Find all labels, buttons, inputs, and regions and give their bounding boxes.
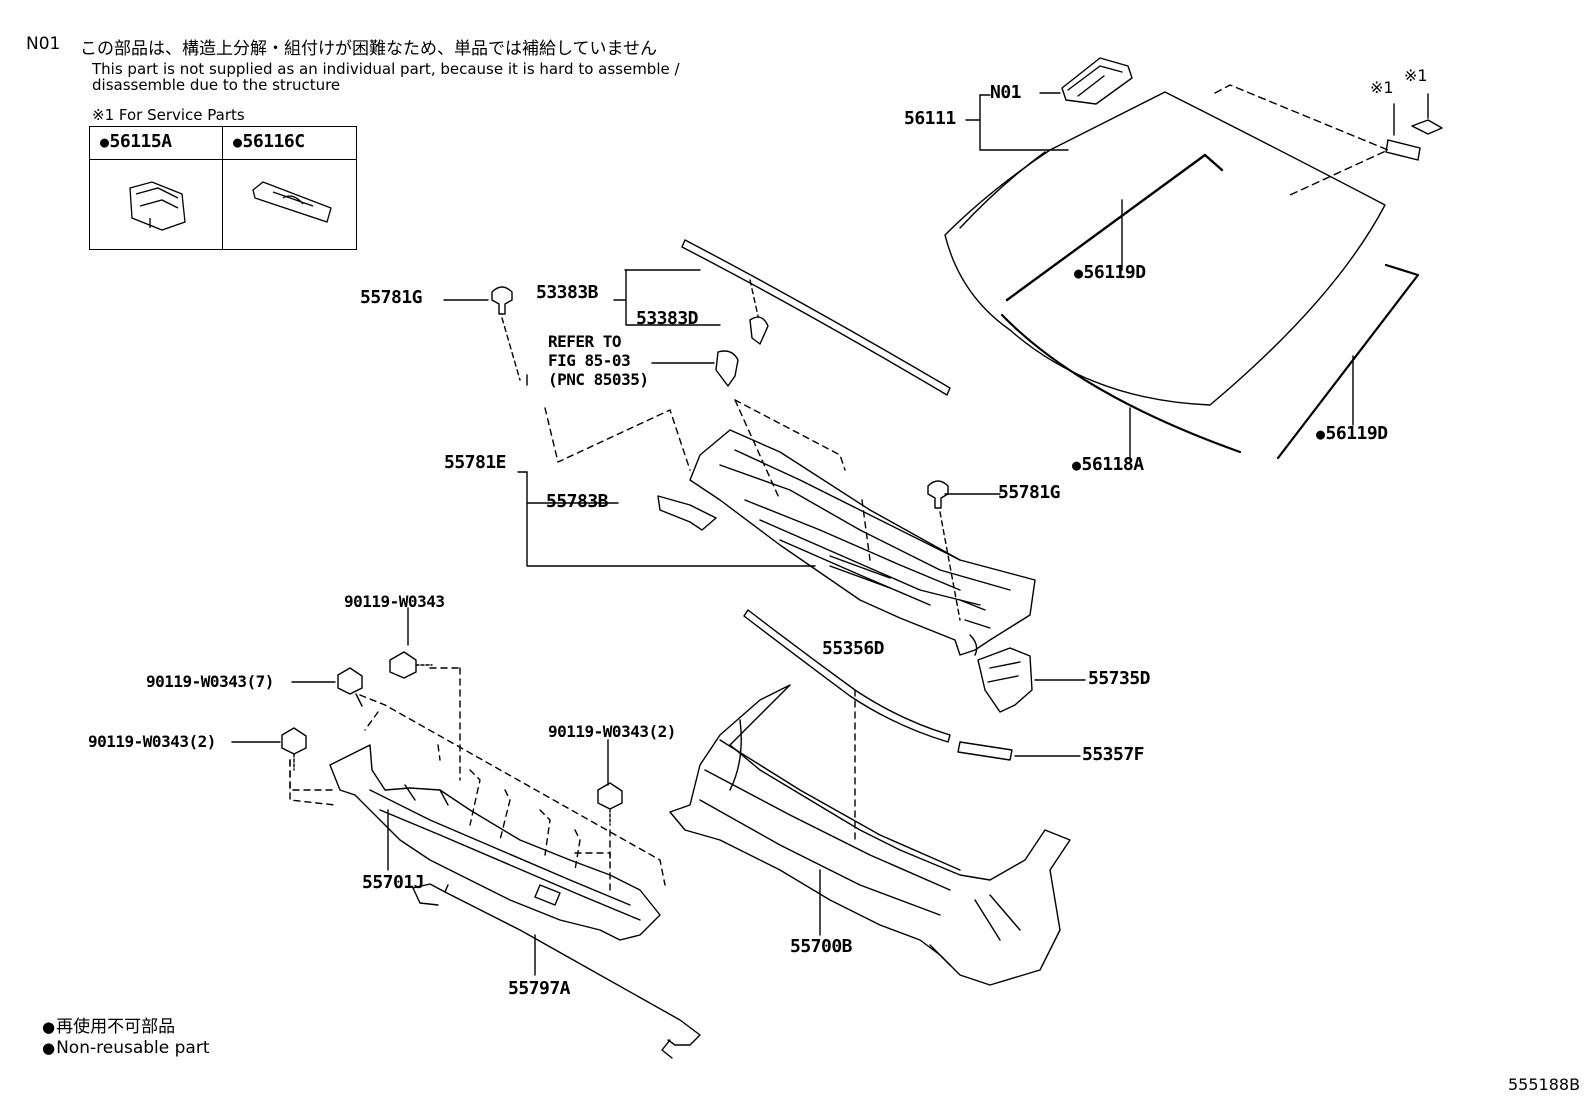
service-part-number: 56116C <box>223 127 356 160</box>
strip-part-icon <box>252 181 332 223</box>
n01-clip <box>1061 57 1133 105</box>
molding-56119d-upper <box>1005 153 1224 302</box>
label-56119d-lower[interactable]: 56119D <box>1316 423 1389 444</box>
n01-note-jp: この部品は、構造上分解・組付けが困難なため、単品では補給していません <box>80 39 657 59</box>
bracket-55781e <box>526 471 816 567</box>
refer-to-line1[interactable]: REFER TO <box>548 332 622 351</box>
label-55797a[interactable]: 55797A <box>508 978 571 999</box>
weatherstrip-53383b <box>681 239 951 396</box>
cowl-lower-55701j <box>329 744 661 941</box>
label-56119d-upper[interactable]: 56119D <box>1074 262 1147 283</box>
service-parts-title: ※1 For Service Parts <box>92 106 245 124</box>
bolt-icons <box>231 607 623 826</box>
label-55700b[interactable]: 55700B <box>790 936 853 957</box>
refer-to-line2[interactable]: FIG 85-03 <box>548 351 631 370</box>
label-n01[interactable]: N01 <box>990 82 1022 103</box>
service-part-cell-2[interactable]: 56116C <box>223 127 356 249</box>
clip-55781g-left <box>491 286 513 315</box>
seal-55356d <box>743 609 951 743</box>
seal-55357f <box>957 741 1013 761</box>
rod-55797a <box>412 883 701 1059</box>
service-mark-right: ※1 <box>1404 66 1428 85</box>
label-53383b[interactable]: 53383B <box>536 282 599 303</box>
label-bolt-top[interactable]: 90119-W0343 <box>344 592 445 611</box>
label-bolt-2-mid[interactable]: 90119-W0343(2) <box>548 722 676 741</box>
label-55356d[interactable]: 55356D <box>822 638 885 659</box>
clip-55781g-right <box>927 480 949 509</box>
dashed-service-leader <box>1214 84 1389 196</box>
label-53383d[interactable]: 53383D <box>636 308 699 329</box>
figure-number: 555188B <box>1508 1075 1581 1094</box>
washer-nozzle <box>715 350 739 387</box>
label-56111[interactable]: 56111 <box>904 108 956 129</box>
bracket-55735d <box>977 647 1033 713</box>
leader-56111 <box>965 94 1069 151</box>
label-55357f[interactable]: 55357F <box>1082 744 1145 765</box>
service-part-number: 56115A <box>90 127 222 160</box>
label-56118a[interactable]: 56118A <box>1072 454 1145 475</box>
service-clip <box>1411 119 1443 135</box>
service-parts-table: 56115A 56116C <box>89 126 357 250</box>
molding-56119d-side <box>1276 263 1420 460</box>
n01-note-code: N01 <box>26 34 61 54</box>
label-55783b[interactable]: 55783B <box>546 491 609 512</box>
service-mark-left: ※1 <box>1370 78 1394 97</box>
service-strip <box>1385 139 1421 161</box>
cowl-louver-assembly <box>689 429 1036 656</box>
n01-note-en-line1: This part is not supplied as an individu… <box>92 60 680 78</box>
legend-jp: 再使用不可部品 <box>42 1012 175 1037</box>
n01-note-en-line2: disassemble due to the structure <box>92 76 341 94</box>
cowl-panel-55700b <box>669 684 1071 986</box>
clip-53383d <box>749 316 769 345</box>
clip-part-icon <box>129 181 186 231</box>
label-55735d[interactable]: 55735D <box>1088 668 1151 689</box>
label-55781g-left[interactable]: 55781G <box>360 287 423 308</box>
molding-56118a <box>1000 313 1242 454</box>
refer-to-line3[interactable]: (PNC 85035) <box>548 370 649 389</box>
label-55781g-right[interactable]: 55781G <box>998 482 1061 503</box>
label-bolt-7[interactable]: 90119-W0343(7) <box>146 672 274 691</box>
service-part-cell-1[interactable]: 56115A <box>90 127 223 249</box>
windshield-glass <box>944 91 1386 406</box>
lower-cowl-dashed-guides <box>289 667 666 891</box>
panel-55783b <box>657 495 717 531</box>
label-bolt-2-left[interactable]: 90119-W0343(2) <box>88 732 216 751</box>
label-55701j[interactable]: 55701J <box>362 872 425 893</box>
label-55781e[interactable]: 55781E <box>444 452 507 473</box>
legend-en: Non-reusable part <box>42 1038 209 1058</box>
